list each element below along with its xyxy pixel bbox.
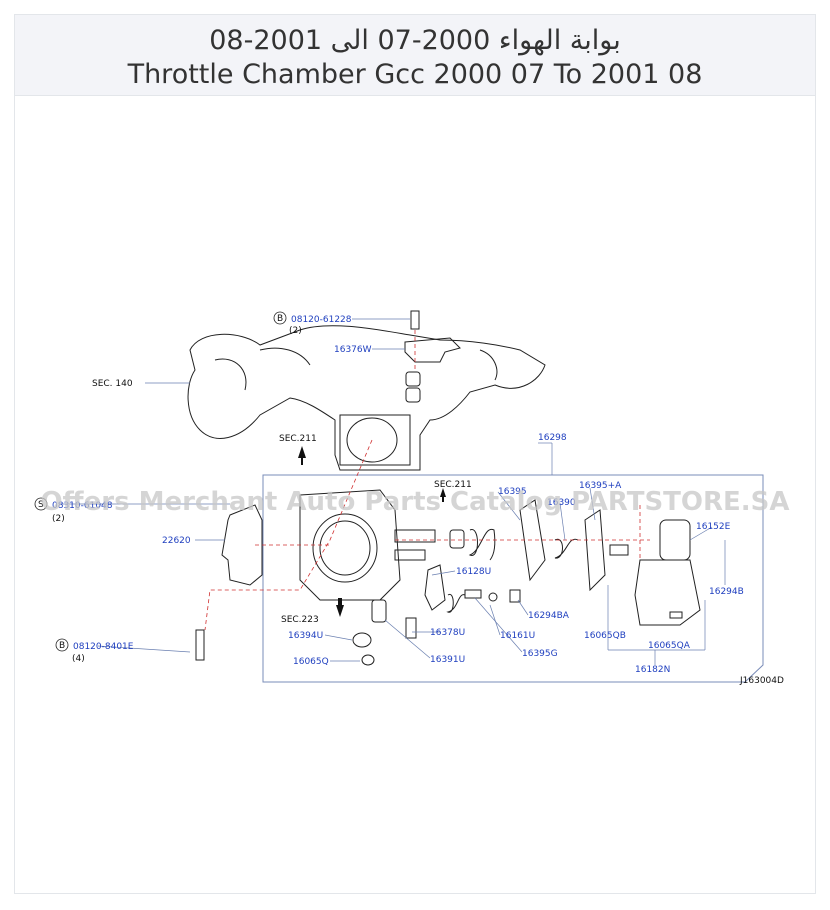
page-title-english: Throttle Chamber Gcc 2000 07 To 2001 08 — [127, 59, 703, 90]
qty-left: (2) — [52, 514, 65, 524]
sec-211-right: SEC.211 — [434, 480, 472, 490]
bracket-16376w-shape — [404, 310, 461, 403]
sec-140: SEC. 140 — [92, 379, 133, 389]
part-16395g: 16395G — [522, 649, 558, 659]
part-16391u: 16391U — [430, 655, 465, 665]
part-16182n: 16182N — [635, 665, 670, 675]
qty-top: (2) — [289, 326, 302, 336]
part-16395: 16395 — [498, 487, 527, 497]
part-16394u: 16394U — [288, 631, 323, 641]
part-16152e: 16152E — [696, 522, 731, 532]
lower-parts — [195, 564, 521, 666]
throttle-body — [299, 489, 436, 601]
badge-b-bottom: B — [59, 641, 65, 651]
part-08120-8401e: 08120-8401E — [73, 642, 134, 652]
part-16294b: 16294B — [709, 587, 744, 597]
title-bar: بوابة الهواء 2000-07 الى 2001-08 Throttl… — [15, 15, 815, 96]
part-16378u: 16378U — [430, 628, 465, 638]
gasket-22620-shape — [221, 504, 263, 586]
part-16376w: 16376W — [334, 345, 372, 355]
part-16065q: 16065Q — [293, 657, 329, 667]
spring-assembly — [449, 499, 629, 592]
callout-badges — [34, 311, 287, 652]
assembly-dashed-lines — [204, 330, 650, 631]
part-16161u: 16161U — [500, 631, 535, 641]
part-22620: 22620 — [162, 536, 191, 546]
part-16128u: 16128U — [456, 567, 491, 577]
part-16298: 16298 — [538, 433, 567, 443]
watermark: Offers Merchant Auto Parts Catalog PARTS… — [40, 487, 789, 517]
actuator-16182n-shape — [634, 519, 701, 626]
part-16065qa: 16065QA — [648, 641, 691, 651]
part-08310-61048: 08310-61048 — [52, 501, 113, 511]
diagram-labels: B 08120-61228 (2) 16376W SEC. 140 SEC.21… — [38, 314, 784, 686]
badge-s: S — [38, 500, 44, 510]
sec-211-left: SEC.211 — [279, 434, 317, 444]
badge-b-top: B — [277, 314, 283, 324]
part-16395a: 16395+A — [579, 481, 622, 491]
throttle-chamber-enclosure — [262, 474, 764, 683]
part-16294ba: 16294BA — [528, 611, 570, 621]
section-arrows — [298, 446, 446, 617]
part-16390: 16390 — [547, 498, 576, 508]
sec-223: SEC.223 — [281, 615, 319, 625]
leader-lines — [60, 318, 726, 665]
page-title-arabic: بوابة الهواء 2000-07 الى 2001-08 — [209, 25, 621, 56]
content-frame — [14, 14, 816, 894]
diagram-code: J163004D — [739, 676, 784, 686]
part-16065qb: 16065QB — [584, 631, 626, 641]
qty-bottom: (4) — [72, 654, 85, 664]
part-08120-61228: 08120-61228 — [291, 315, 352, 325]
intake-manifold — [187, 325, 546, 471]
